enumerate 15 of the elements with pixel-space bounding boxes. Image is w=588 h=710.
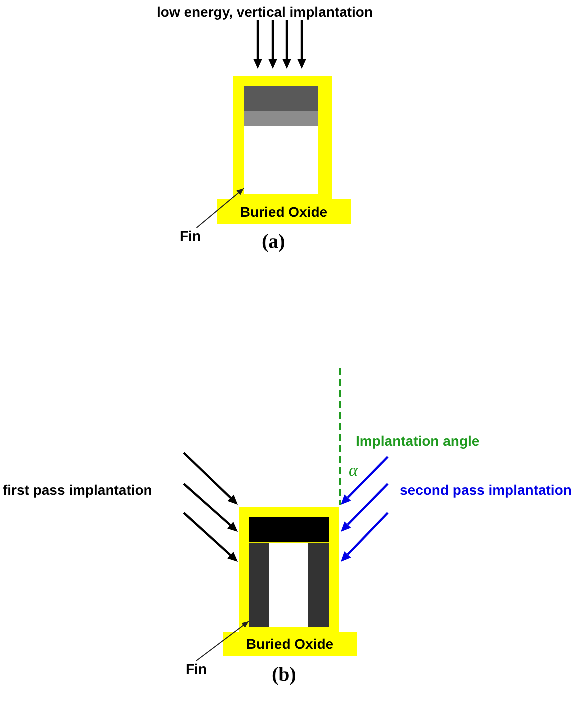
buried-oxide-layer: Buried Oxide [217,199,351,224]
panel-label: (a) [262,231,286,253]
buried-oxide-layer: Buried Oxide [223,632,357,656]
angle-label: Implantation angle [356,433,480,449]
annotation-text: low energy, vertical implantation [157,4,374,20]
leader-line [196,188,244,228]
part-label: Fin [186,661,207,677]
fin-drawing [249,517,329,627]
panel-label: (b) [272,664,296,686]
part-label: Fin [180,228,201,244]
annotation-text: first pass implantation [3,482,152,498]
leader-line [196,621,250,662]
fin-drawing [244,86,318,194]
angle-symbol: α [349,461,358,480]
annotation-text: second pass implantation [400,482,572,498]
